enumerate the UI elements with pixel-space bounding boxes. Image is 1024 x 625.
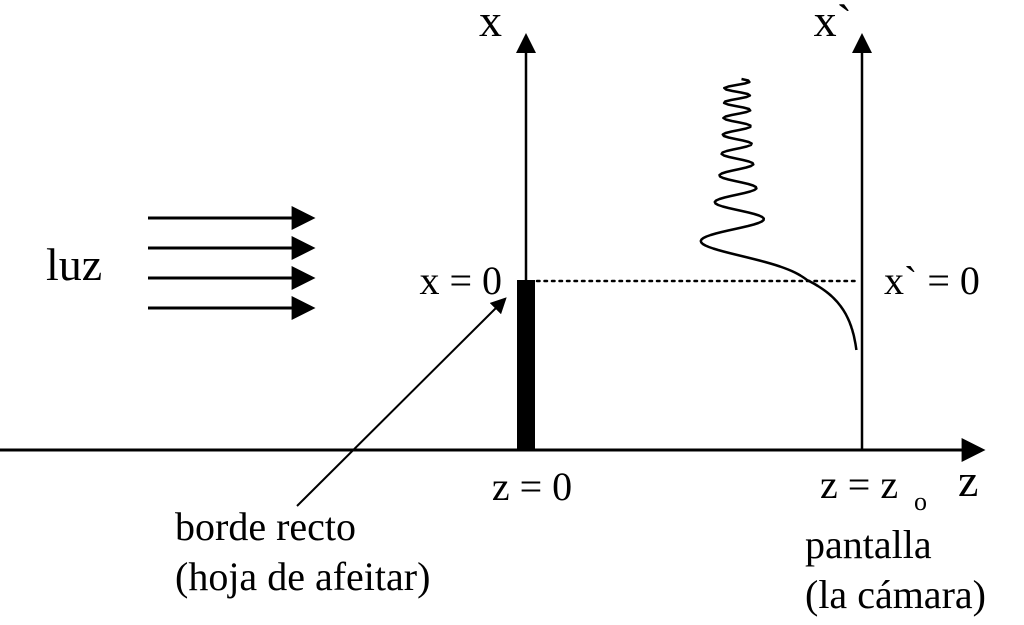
screen-caption-line2: (la cámara): [805, 572, 986, 617]
light-label: luz: [46, 239, 102, 290]
z-z0-label: z = z: [820, 462, 898, 507]
light-arrows: [148, 206, 316, 320]
xprime-zero-label: x` = 0: [884, 258, 980, 303]
edge-caption-line1: borde recto: [175, 504, 356, 549]
screen-caption-line1: pantalla: [805, 522, 932, 567]
edge-caption-line2: (hoja de afeitar): [175, 554, 430, 599]
z-zero-label: z = 0: [492, 464, 572, 509]
xprime-axis-label: x`: [814, 0, 852, 46]
z-axis-label: z: [958, 455, 978, 506]
x-zero-label: x = 0: [419, 258, 502, 303]
x-axis-label: x: [479, 0, 502, 46]
z-z0-subscript: o: [914, 487, 927, 516]
straight-edge-bar: [517, 280, 535, 450]
edge-pointer-arrow: [296, 297, 507, 507]
diffraction-curve: [699, 77, 858, 351]
